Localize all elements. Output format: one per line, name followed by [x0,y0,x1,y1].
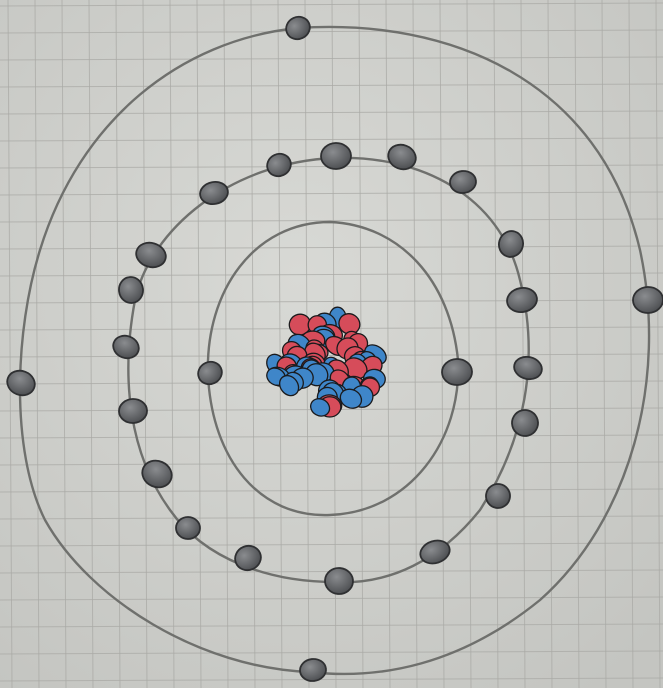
electron-outer-shell [633,286,663,313]
electron-middle-shell [321,142,352,169]
electron-inner-shell [442,358,473,385]
electron-middle-shell [118,398,147,423]
electron-middle-shell [176,517,200,539]
